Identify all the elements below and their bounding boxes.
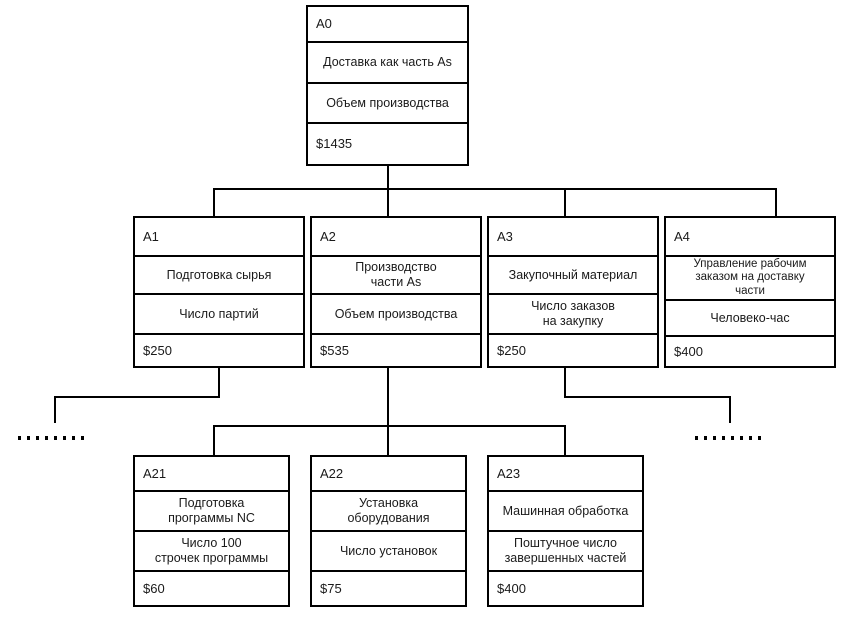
node-a3-driver-cell: Число заказов на закупку (489, 295, 657, 335)
node-a4-driver-cell: Человеко-час (666, 301, 834, 337)
node-a2-driver: Объем производства (334, 306, 458, 321)
connector-drop-a23 (564, 425, 566, 458)
node-a3-cost-cell: $250 (489, 335, 657, 366)
node-a23-id-cell: A23 (489, 457, 642, 492)
connector-a0-stem (387, 166, 389, 188)
node-a0-cost-cell: $1435 (308, 124, 467, 164)
node-a21-cost: $60 (143, 580, 165, 596)
node-a0-id: A0 (316, 16, 332, 32)
node-a2[interactable]: A2 Производство части As Объем производс… (310, 216, 482, 368)
connector-drop-a1 (213, 188, 215, 216)
node-a23-description-cell: Машинная обработка (489, 492, 642, 532)
node-a22-driver-cell: Число установок (312, 532, 465, 572)
node-a1-cost: $250 (143, 342, 172, 358)
continuation-dots-right (695, 436, 767, 440)
node-a1-driver: Число партий (179, 306, 259, 321)
node-a2-id-cell: A2 (312, 218, 480, 257)
connector-a1-left-drop (54, 396, 56, 423)
node-a23-cost-cell: $400 (489, 572, 642, 605)
node-a3-driver: Число заказов на закупку (531, 299, 615, 328)
node-a1-id-cell: A1 (135, 218, 303, 257)
node-a1-cost-cell: $250 (135, 335, 303, 366)
node-a3-description-cell: Закупочный материал (489, 257, 657, 295)
node-a21[interactable]: A21 Подготовка программы NC Число 100 ст… (133, 455, 290, 607)
node-a3-id: A3 (497, 228, 513, 244)
node-a22-description: Установка оборудования (347, 496, 430, 525)
node-a22-id: A22 (320, 465, 344, 481)
node-a4-driver: Человеко-час (710, 310, 790, 325)
node-a21-driver-cell: Число 100 строчек программы (135, 532, 288, 572)
node-a2-cost: $535 (320, 342, 349, 358)
node-a0-id-cell: A0 (308, 7, 467, 43)
node-a2-description-cell: Производство части As (312, 257, 480, 295)
node-a1-driver-cell: Число партий (135, 295, 303, 335)
connector-a1-stem (218, 368, 220, 396)
node-a22-cost: $75 (320, 580, 342, 596)
connector-a1-left-run (54, 396, 220, 398)
connector-a3-stem (564, 368, 566, 396)
node-a4-id-cell: A4 (666, 218, 834, 257)
connector-drop-a3 (564, 188, 566, 216)
node-a0-cost: $1435 (316, 136, 353, 152)
node-a0-driver-cell: Объем производства (308, 84, 467, 124)
node-a21-description-cell: Подготовка программы NC (135, 492, 288, 532)
node-a22[interactable]: A22 Установка оборудования Число установ… (310, 455, 467, 607)
node-a4-id: A4 (674, 228, 690, 244)
continuation-dots-left (18, 436, 90, 440)
node-a1-description: Подготовка сырья (166, 267, 272, 282)
node-a21-cost-cell: $60 (135, 572, 288, 605)
node-a2-id: A2 (320, 228, 336, 244)
connector-drop-a21 (213, 425, 215, 458)
node-a0-description-cell: Доставка как часть As (308, 43, 467, 84)
node-a23-cost: $400 (497, 580, 526, 596)
node-a0-driver: Объем производства (326, 95, 449, 110)
connector-drop-a2 (387, 188, 389, 216)
node-a2-cost-cell: $535 (312, 335, 480, 366)
connector-a3-right-run (564, 396, 731, 398)
node-a4-cost-cell: $400 (666, 337, 834, 366)
node-a21-id-cell: A21 (135, 457, 288, 492)
node-a4-description: Управление рабочим заказом на доставку ч… (693, 257, 807, 297)
node-a22-description-cell: Установка оборудования (312, 492, 465, 532)
node-a0-description: Доставка как часть As (323, 55, 452, 70)
node-a3-cost: $250 (497, 342, 526, 358)
connector-a2-stem (387, 368, 389, 458)
node-a23-id: A23 (497, 465, 521, 481)
connector-row3-bus (213, 425, 565, 427)
node-a1-description-cell: Подготовка сырья (135, 257, 303, 295)
node-a23-driver: Поштучное число завершенных частей (504, 536, 627, 565)
node-a3[interactable]: A3 Закупочный материал Число заказов на … (487, 216, 659, 368)
node-a3-id-cell: A3 (489, 218, 657, 257)
node-a23[interactable]: A23 Машинная обработка Поштучное число з… (487, 455, 644, 607)
node-a23-driver-cell: Поштучное число завершенных частей (489, 532, 642, 572)
node-a2-driver-cell: Объем производства (312, 295, 480, 335)
node-a4[interactable]: A4 Управление рабочим заказом на доставк… (664, 216, 836, 368)
node-a22-cost-cell: $75 (312, 572, 465, 605)
node-a1-id: A1 (143, 228, 159, 244)
node-a3-description: Закупочный материал (508, 267, 638, 282)
node-a22-driver: Число установок (339, 543, 438, 558)
node-a21-description: Подготовка программы NC (168, 496, 255, 525)
node-a21-id: A21 (143, 465, 167, 481)
node-a21-driver: Число 100 строчек программы (154, 536, 269, 565)
node-a4-description-cell: Управление рабочим заказом на доставку ч… (666, 257, 834, 301)
connector-row2-bus (213, 188, 775, 190)
node-a1[interactable]: A1 Подготовка сырья Число партий $250 (133, 216, 305, 368)
node-a0[interactable]: A0 Доставка как часть As Объем производс… (306, 5, 469, 166)
node-a23-description: Машинная обработка (502, 503, 629, 518)
connector-a3-right-drop (729, 396, 731, 423)
connector-drop-a4 (775, 188, 777, 216)
node-a22-id-cell: A22 (312, 457, 465, 492)
node-a4-cost: $400 (674, 343, 703, 359)
node-a2-description: Производство части As (355, 260, 437, 289)
